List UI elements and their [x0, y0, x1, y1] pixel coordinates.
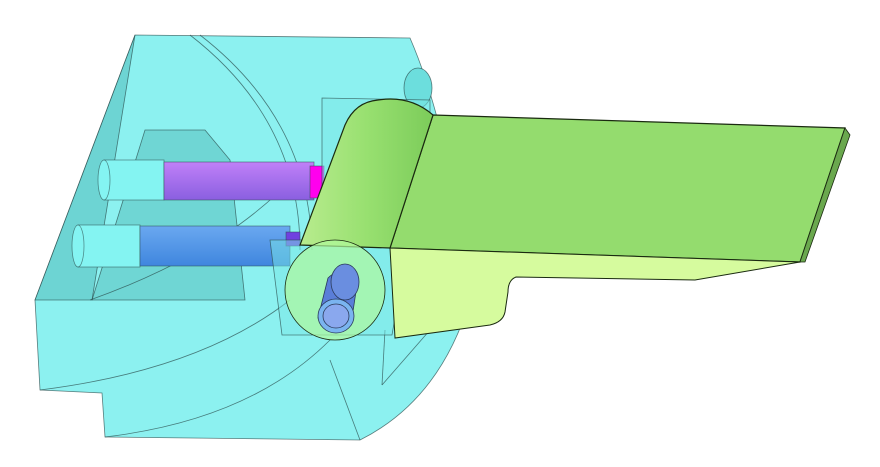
flap-bottom	[389, 247, 801, 339]
upper-pin	[97, 159, 325, 201]
flap-top	[389, 114, 846, 263]
hinge-pin	[317, 263, 360, 334]
lower-pin	[71, 224, 301, 268]
flap-edge	[799, 127, 851, 263]
